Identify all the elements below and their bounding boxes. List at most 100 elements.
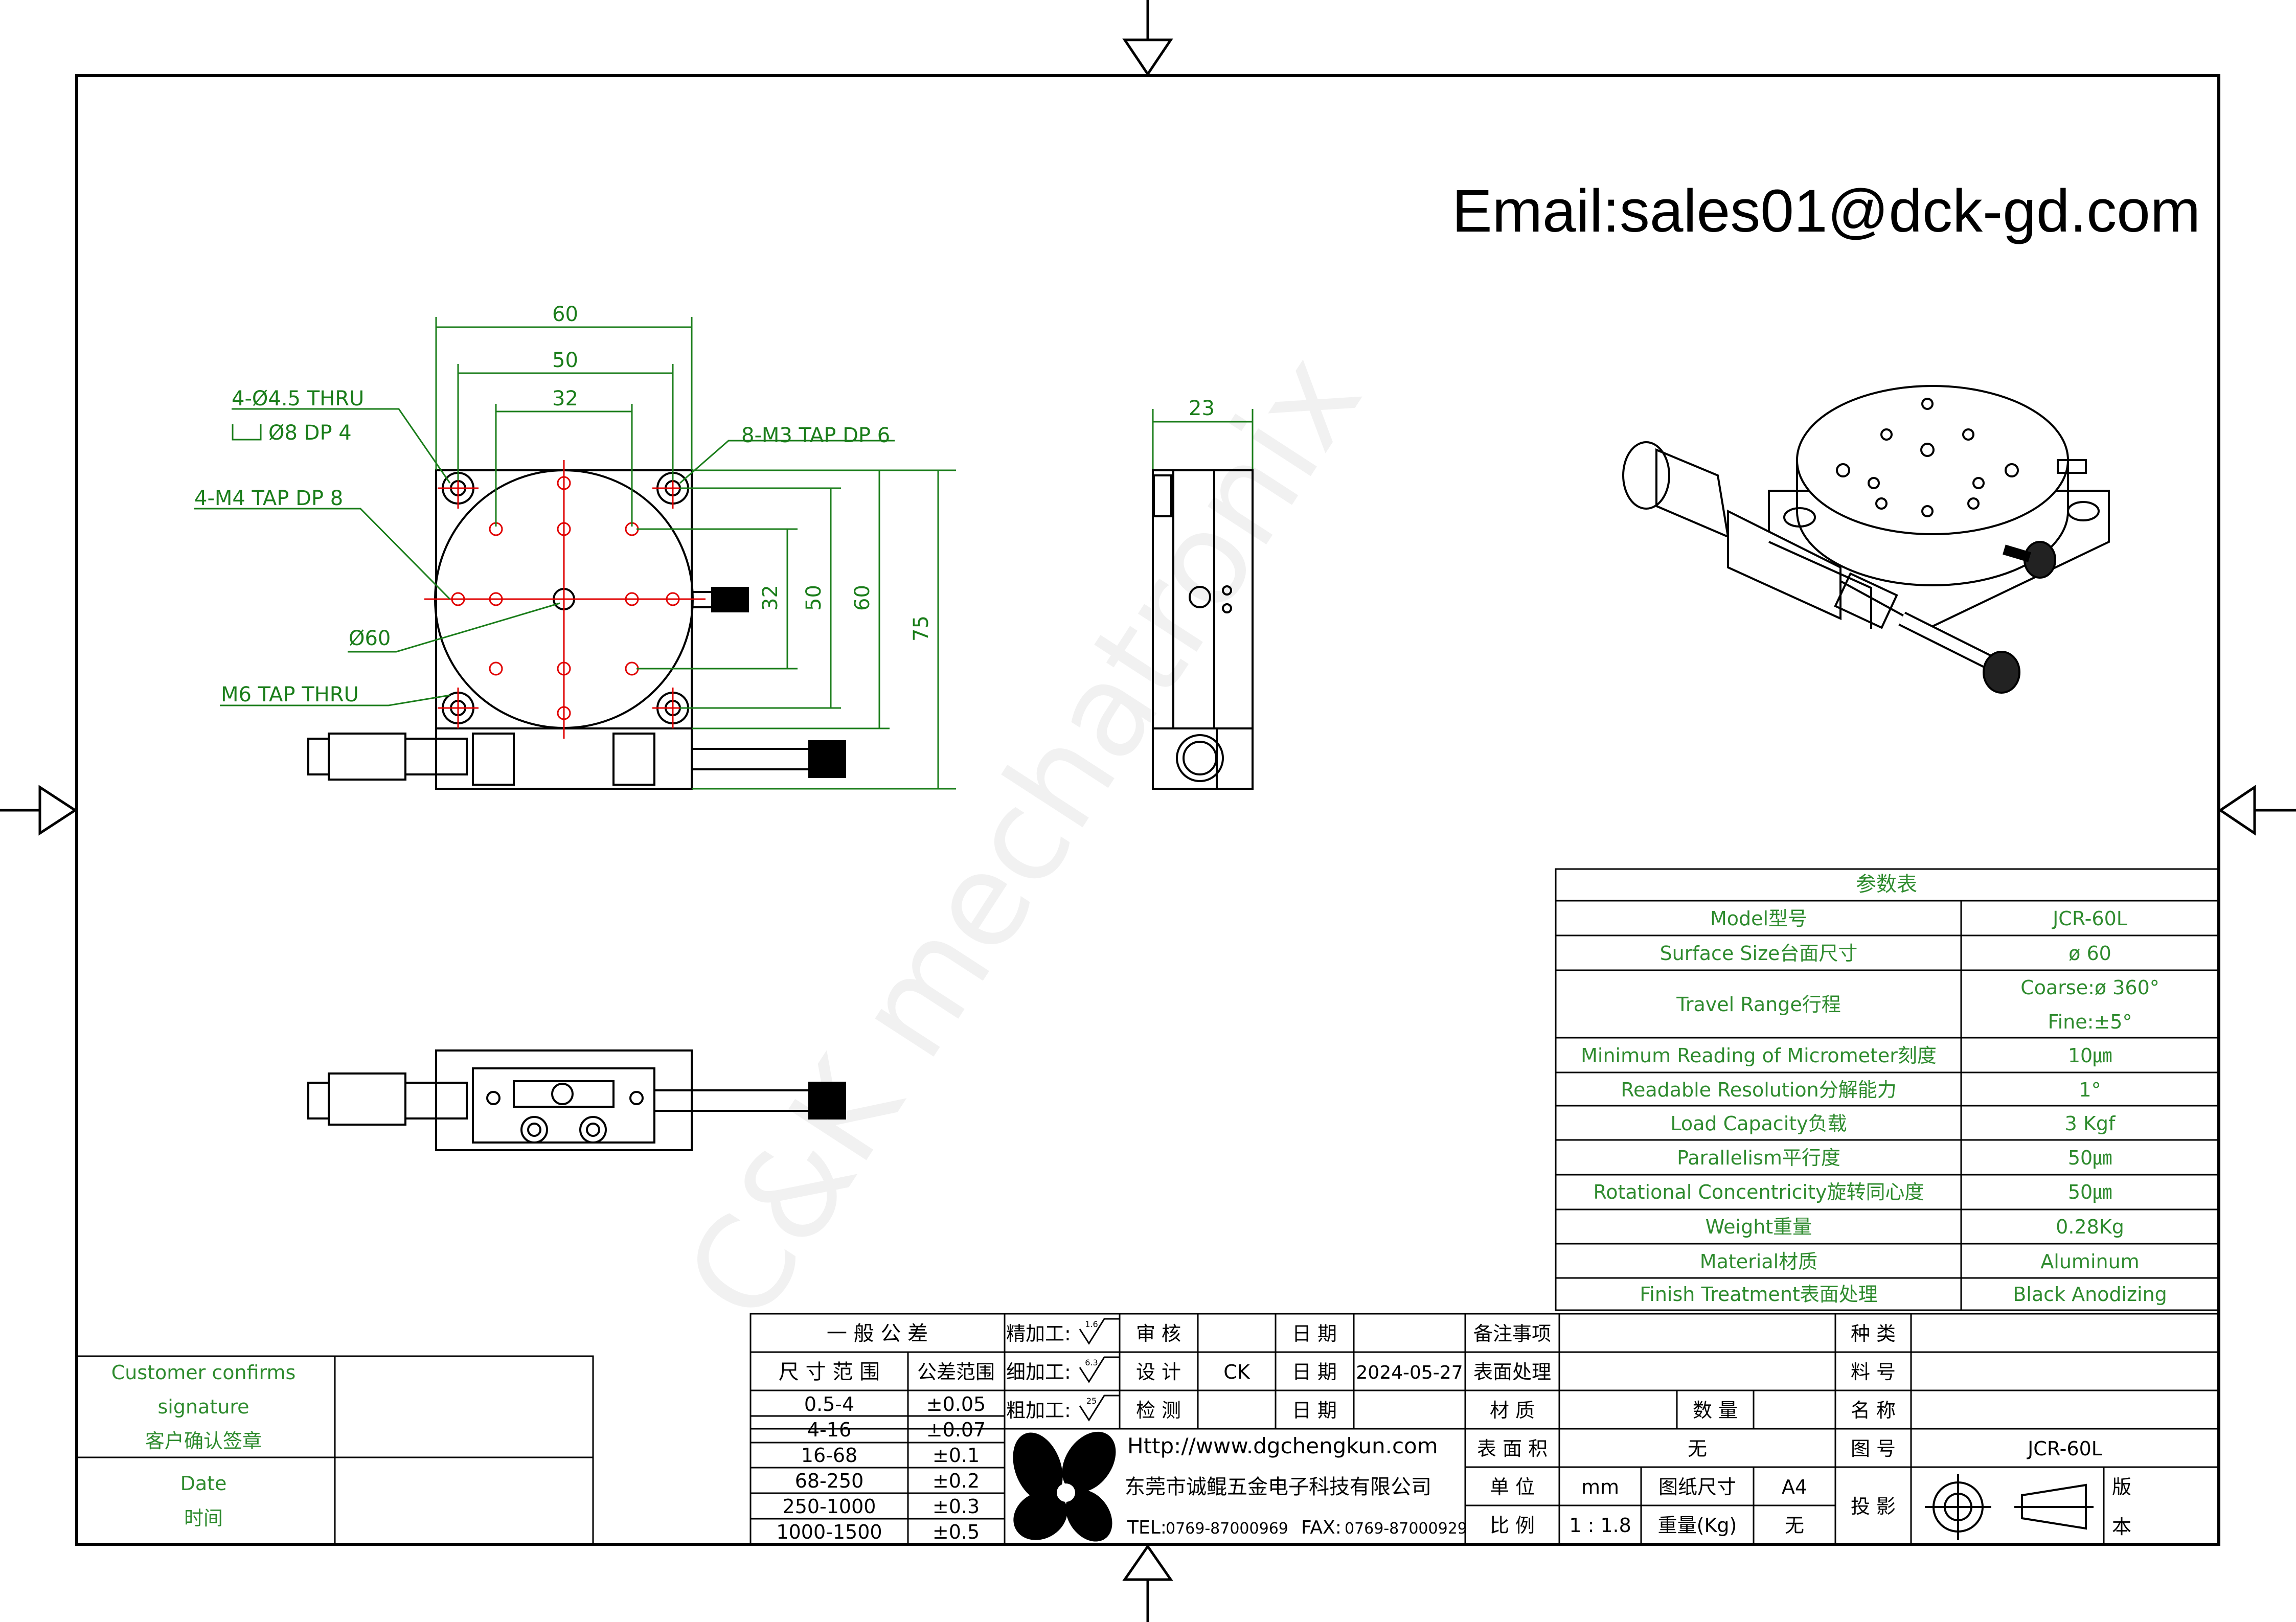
param-label-material: Material材质 bbox=[1700, 1250, 1817, 1273]
param-value-material: Aluminum bbox=[2040, 1250, 2139, 1273]
param-value-model: JCR-60L bbox=[2052, 907, 2127, 930]
param-label-load: Load Capacity负载 bbox=[1670, 1112, 1847, 1135]
dim-dia60: Ø60 bbox=[349, 627, 391, 650]
watermark: C&K mechatronix bbox=[657, 328, 1390, 1345]
tolerance-range-5: 1000-1500 bbox=[776, 1521, 882, 1543]
param-value-travel-fine: Fine:±5° bbox=[2048, 1011, 2132, 1033]
approval-review: 审 核 bbox=[1136, 1322, 1181, 1345]
right-material-no: 料 号 bbox=[1851, 1361, 1896, 1383]
customer-confirm-1: Customer confirms bbox=[111, 1361, 296, 1384]
param-label-reading: Minimum Reading of Micrometer刻度 bbox=[1581, 1044, 1937, 1067]
title-block bbox=[749, 1313, 2220, 1545]
isometric-view bbox=[1622, 385, 2110, 694]
parameter-table bbox=[1555, 868, 2220, 1311]
approval-date-2: 日 期 bbox=[1292, 1361, 1337, 1383]
dim-width-32: 32 bbox=[552, 387, 578, 410]
notes-area: 表 面 积 bbox=[1477, 1437, 1548, 1460]
machining-rough: 粗加工: bbox=[1006, 1399, 1071, 1422]
approval-designer: CK bbox=[1223, 1361, 1251, 1383]
notes-scale: 比 例 bbox=[1490, 1514, 1535, 1537]
dimension-lines bbox=[194, 317, 1254, 790]
param-label-parallelism: Parallelism平行度 bbox=[1677, 1147, 1840, 1169]
contact-email: Email:sales01@dck-gd.com bbox=[1452, 177, 2201, 245]
tolerance-col-range: 尺 寸 范 围 bbox=[779, 1360, 880, 1384]
company-tel: 0769-87000969 bbox=[1166, 1520, 1288, 1538]
dim-m3: 8-M3 TAP DP 6 bbox=[741, 424, 890, 447]
machining-fine: 精加工: bbox=[1006, 1322, 1071, 1345]
approval-design: 设 计 bbox=[1136, 1361, 1181, 1383]
param-label-weight: Weight重量 bbox=[1706, 1216, 1812, 1238]
tolerance-range-4: 250-1000 bbox=[783, 1495, 876, 1518]
dim-width-50: 50 bbox=[552, 349, 578, 372]
param-value-resolution: 1° bbox=[2079, 1079, 2101, 1101]
approval-inspect: 检 测 bbox=[1136, 1399, 1181, 1422]
right-version-2: 本 bbox=[2112, 1516, 2131, 1538]
param-value-load: 3 Kgf bbox=[2065, 1112, 2116, 1135]
tolerance-col-tol: 公差范围 bbox=[917, 1361, 995, 1383]
tolerance-range-2: 16-68 bbox=[801, 1444, 857, 1467]
param-value-weight: 0.28Kg bbox=[2056, 1216, 2124, 1238]
notes-remarks: 备注事项 bbox=[1473, 1322, 1551, 1345]
param-label-concentricity: Rotational Concentricity旋转同心度 bbox=[1594, 1181, 1924, 1203]
dim-thru-holes: 4-Ø4.5 THRU bbox=[232, 387, 364, 410]
right-name: 名 称 bbox=[1851, 1399, 1896, 1422]
dim-width-60: 60 bbox=[552, 303, 578, 326]
tolerance-range-3: 68-250 bbox=[795, 1470, 864, 1492]
approval-date-3: 日 期 bbox=[1292, 1399, 1337, 1422]
notes-area-value: 无 bbox=[1688, 1437, 1707, 1460]
dim-height-60: 60 bbox=[851, 585, 874, 611]
notes-weight: 重量(Kg) bbox=[1658, 1514, 1737, 1537]
customer-confirm-2: signature bbox=[158, 1396, 249, 1418]
param-label-travel: Travel Range行程 bbox=[1676, 993, 1840, 1016]
approval-date-1: 日 期 bbox=[1292, 1322, 1337, 1345]
counterbore-symbol bbox=[232, 424, 262, 441]
customer-date-2: 时间 bbox=[184, 1507, 223, 1529]
right-projection: 投 影 bbox=[1851, 1495, 1896, 1518]
param-label-surface: Surface Size台面尺寸 bbox=[1660, 942, 1858, 965]
tolerance-tol-0: ±0.05 bbox=[926, 1393, 986, 1415]
company-fax-label: FAX: bbox=[1301, 1517, 1342, 1538]
dim-height-32: 32 bbox=[759, 585, 782, 611]
tolerance-tol-4: ±0.3 bbox=[933, 1495, 980, 1518]
tolerance-tol-2: ±0.1 bbox=[933, 1444, 980, 1467]
param-label-model: Model型号 bbox=[1710, 907, 1807, 930]
m3-tapped-holes bbox=[451, 476, 680, 720]
tolerance-range-1: 4-16 bbox=[807, 1419, 851, 1441]
side-view bbox=[1152, 469, 1254, 790]
roughness-fine: 1.6 bbox=[1085, 1319, 1098, 1329]
dim-m6: M6 TAP THRU bbox=[221, 683, 359, 706]
company-logo bbox=[1013, 1431, 1116, 1542]
machining-medium: 细加工: bbox=[1006, 1361, 1071, 1383]
customer-date-1: Date bbox=[180, 1472, 227, 1495]
param-value-reading: 10㎛ bbox=[2068, 1044, 2112, 1067]
notes-weight-value: 无 bbox=[1785, 1514, 1804, 1537]
surface-roughness-symbols bbox=[1079, 1318, 1120, 1422]
projection-symbol bbox=[1925, 1474, 2094, 1540]
notes-paper-size: 图纸尺寸 bbox=[1658, 1476, 1736, 1498]
company-fax: 0769-87000929 bbox=[1345, 1520, 1467, 1538]
right-type: 种 类 bbox=[1851, 1322, 1896, 1345]
tolerance-range-0: 0.5-4 bbox=[804, 1393, 854, 1415]
notes-unit: 单 位 bbox=[1490, 1476, 1535, 1498]
company-tel-label: TEL: bbox=[1127, 1517, 1167, 1538]
roughness-medium: 6.3 bbox=[1085, 1358, 1098, 1367]
notes-material: 材 质 bbox=[1490, 1399, 1535, 1422]
company-name: 东莞市诚鲲五金电子科技有限公司 bbox=[1125, 1475, 1431, 1499]
dim-counterbore: Ø8 DP 4 bbox=[268, 421, 352, 445]
roughness-rough: 25 bbox=[1086, 1396, 1097, 1406]
customer-box bbox=[76, 1355, 594, 1545]
front-view bbox=[307, 1049, 846, 1151]
approval-design-date: 2024-05-27 bbox=[1356, 1362, 1463, 1383]
right-drawing-no: 图 号 bbox=[1851, 1437, 1896, 1460]
dim-m4: 4-M4 TAP DP 8 bbox=[194, 487, 343, 510]
param-value-concentricity: 50㎛ bbox=[2068, 1181, 2112, 1203]
param-value-finish: Black Anodizing bbox=[2013, 1283, 2167, 1306]
dim-height-50: 50 bbox=[802, 585, 826, 611]
tolerance-tol-3: ±0.2 bbox=[933, 1470, 980, 1492]
tolerance-tol-5: ±0.5 bbox=[933, 1521, 980, 1543]
param-table-title: 参数表 bbox=[1856, 873, 1917, 896]
notes-unit-value: mm bbox=[1581, 1476, 1619, 1498]
param-labels: Model型号 Surface Size台面尺寸 Travel Range行程 … bbox=[1581, 907, 1937, 1306]
tolerance-title: 一 般 公 差 bbox=[827, 1322, 928, 1345]
